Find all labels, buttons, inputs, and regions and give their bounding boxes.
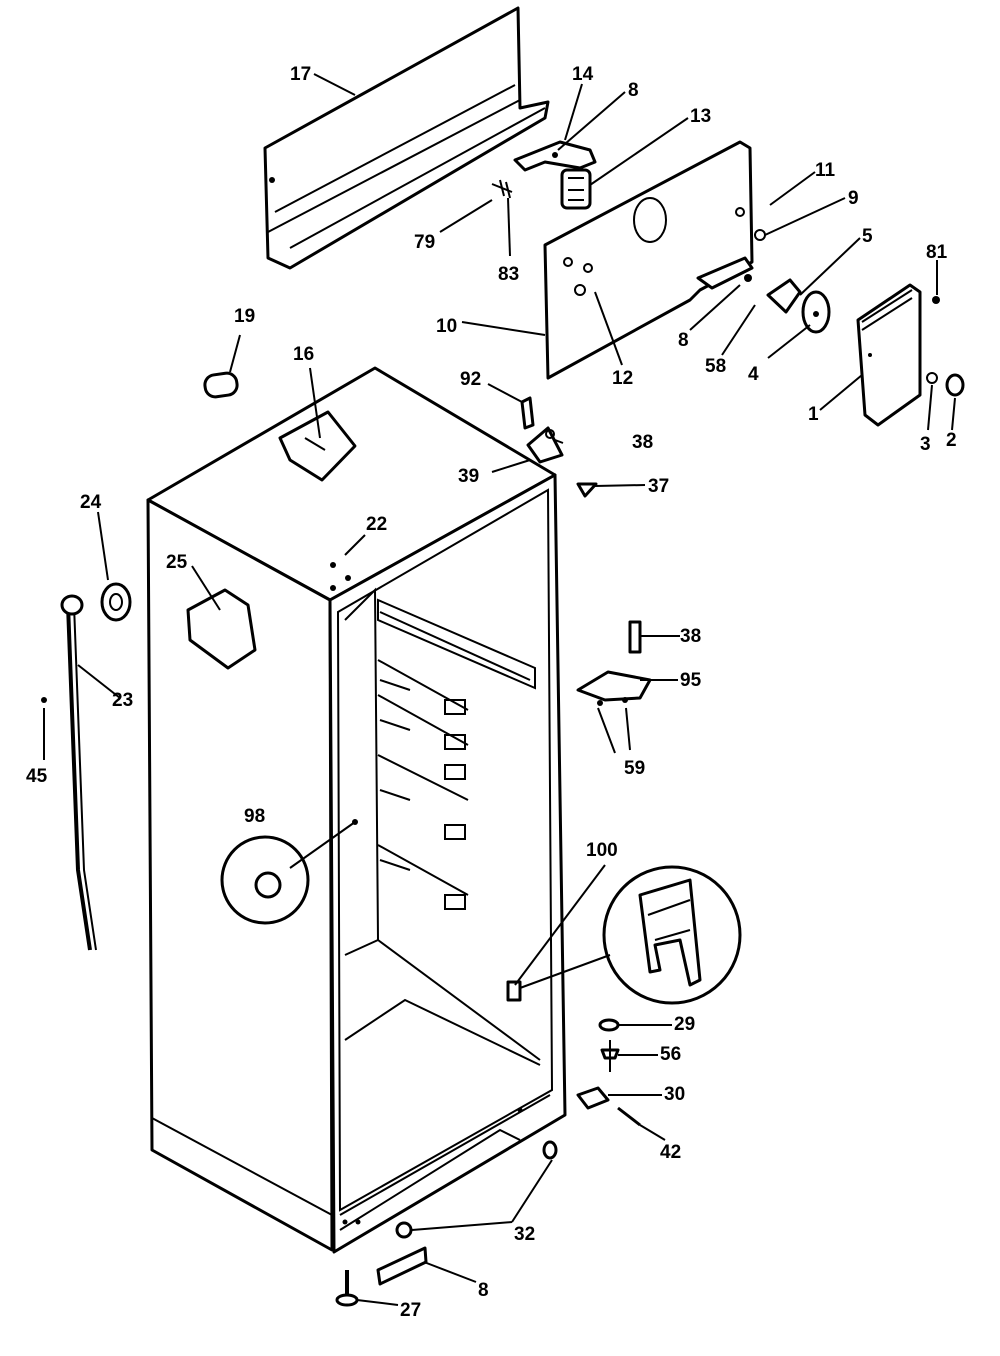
- leader-lines: [43, 73, 956, 1306]
- part-label-92: 92: [460, 369, 481, 390]
- part-label-2: 2: [946, 430, 957, 451]
- part-label-23: 23: [112, 690, 133, 711]
- screw-parts: [491, 179, 513, 199]
- part-label-8b: 8: [678, 330, 689, 351]
- part-label-12: 12: [612, 368, 633, 389]
- part-label-37: 37: [648, 476, 669, 497]
- part-label-32: 32: [514, 1224, 535, 1245]
- part-label-8: 8: [628, 80, 639, 101]
- top-hinge-parts: [520, 396, 598, 498]
- detail-circle-100: [506, 865, 742, 1005]
- part-label-14: 14: [572, 64, 594, 85]
- part-label-24: 24: [80, 492, 102, 513]
- right-hinge-parts: [576, 620, 652, 706]
- part-label-10: 10: [436, 316, 457, 337]
- part-label-19: 19: [234, 306, 255, 327]
- part-label-13: 13: [690, 106, 711, 127]
- part-label-39: 39: [458, 466, 479, 487]
- part-labels: 17 14 8 13 11 9 5 81 79 83 10 12 8 58 4 …: [26, 64, 957, 1321]
- part-label-3: 3: [920, 434, 931, 455]
- part-label-29: 29: [674, 1014, 695, 1035]
- part-label-45: 45: [26, 766, 48, 787]
- part-label-11: 11: [815, 160, 836, 181]
- part-label-27: 27: [400, 1300, 421, 1321]
- part-label-16: 16: [293, 344, 314, 365]
- refrigerator-cabinet: [146, 366, 567, 1254]
- part-label-100: 100: [586, 840, 618, 861]
- plug-parts-32: [395, 1140, 558, 1239]
- door-handle-rod: [41, 582, 132, 951]
- detail-circle-98: [220, 819, 358, 925]
- bottom-parts: [335, 1246, 428, 1307]
- part-label-8c: 8: [478, 1280, 489, 1301]
- part-label-17: 17: [290, 64, 311, 85]
- light-bulb-part: [203, 371, 239, 399]
- part-label-81: 81: [926, 242, 948, 263]
- top-cover-panel: [263, 6, 550, 270]
- part-label-59: 59: [624, 758, 645, 779]
- part-label-98: 98: [244, 806, 265, 827]
- part-label-9: 9: [848, 188, 859, 209]
- control-knob-part: [560, 168, 592, 210]
- part-label-1: 1: [808, 404, 819, 425]
- part-label-5: 5: [862, 226, 873, 247]
- part-label-4: 4: [748, 364, 759, 385]
- part-label-56: 56: [660, 1044, 681, 1065]
- part-label-79: 79: [414, 232, 435, 253]
- leveler-parts: [576, 1018, 641, 1127]
- dispenser-housing-part: [856, 283, 965, 427]
- bracket-part: [513, 140, 597, 172]
- part-label-42: 42: [660, 1142, 681, 1163]
- part-label-58: 58: [705, 356, 726, 377]
- part-label-95: 95: [680, 670, 702, 691]
- part-label-38b: 38: [680, 626, 701, 647]
- part-label-83: 83: [498, 264, 519, 285]
- part-label-22: 22: [366, 514, 387, 535]
- part-label-25: 25: [166, 552, 188, 573]
- part-label-30: 30: [664, 1084, 685, 1105]
- thermostat-assembly-parts: [696, 229, 831, 334]
- part-label-38: 38: [632, 432, 653, 453]
